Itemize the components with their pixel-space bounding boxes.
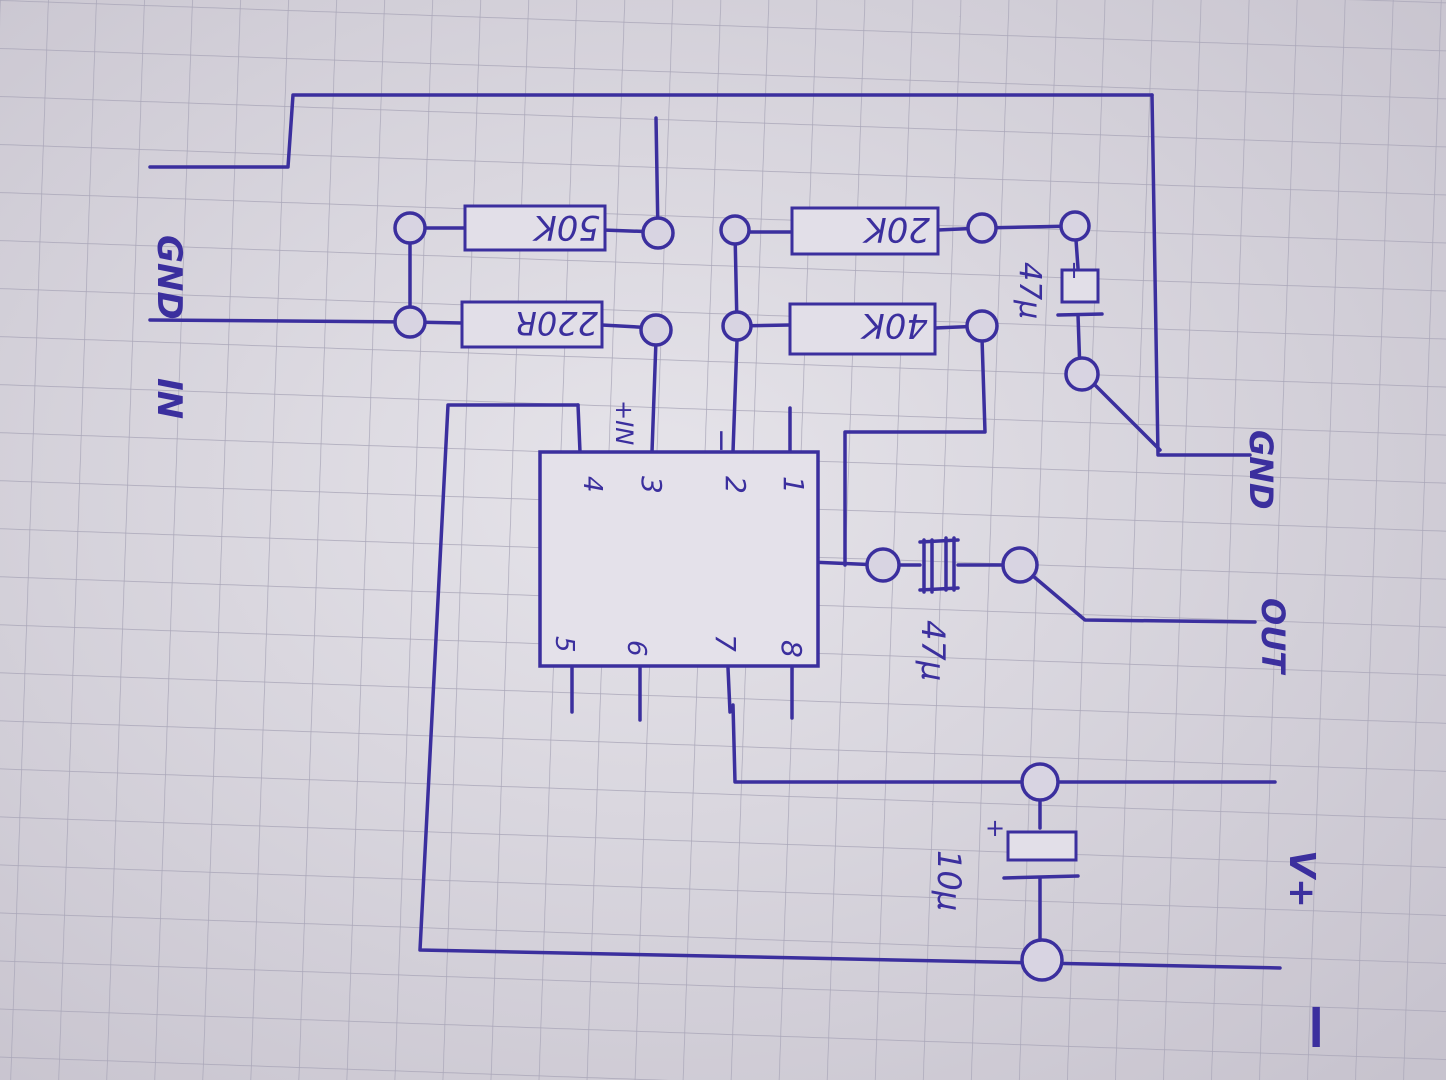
node-40k-left xyxy=(721,310,753,342)
resistor-20k xyxy=(790,206,940,256)
ic-pin-2: 2 xyxy=(719,476,752,494)
resistor-220r xyxy=(460,300,604,349)
capacitors xyxy=(918,268,1104,880)
node-50k-left xyxy=(393,211,427,245)
ic-pin-7: 7 xyxy=(709,634,742,652)
ic-body xyxy=(538,450,820,668)
cap-47u-out-top xyxy=(918,538,960,544)
resistor-40k xyxy=(788,302,937,356)
cap-10u-plus: + xyxy=(985,814,1005,842)
label-gnd-top: GND xyxy=(149,235,189,320)
wire-40k-to-out xyxy=(843,336,987,567)
resistor-20k-label: 20K xyxy=(862,209,930,249)
ic-pin-5: 5 xyxy=(549,636,579,653)
cap-10u-body xyxy=(1006,830,1078,862)
cap-47u-top-plate xyxy=(1056,312,1104,317)
wire-out xyxy=(1018,563,1257,624)
wire-gnd-left xyxy=(148,93,1154,169)
cap-47u-out-bottom xyxy=(918,586,960,592)
wire-47cap-to-gnd xyxy=(1083,373,1162,452)
cap-47u-out-label: 47μ xyxy=(914,620,952,681)
wire-pin7-vplus xyxy=(731,703,1277,784)
cap-47u-top-label: 47μ xyxy=(1012,262,1047,319)
wire-pin4-up xyxy=(576,403,582,454)
ic-pin-3: 3 xyxy=(635,476,668,494)
cap-10u-plate xyxy=(1002,874,1080,880)
wire-gnd-right-rail xyxy=(1150,93,1252,457)
ic-pin-1: 1 xyxy=(777,476,810,494)
node-40k-right xyxy=(965,309,999,343)
resistor-40k-label: 40K xyxy=(860,305,928,345)
node-top-cap-minus xyxy=(1064,356,1100,392)
node-vplus xyxy=(1020,762,1060,802)
label-in: IN xyxy=(149,378,189,419)
resistor-50k-label: 50K xyxy=(532,207,600,247)
label-gnd-right: GND xyxy=(1242,430,1280,510)
ic-pin3-plus-in-label: +IN xyxy=(610,400,638,445)
nodes xyxy=(393,210,1100,982)
ic-chip xyxy=(538,450,820,722)
wire-pin4-loop xyxy=(418,403,1282,970)
node-out-cap-left xyxy=(865,547,901,583)
resistor-50k xyxy=(463,204,607,252)
node-20k-right xyxy=(966,212,998,244)
node-20k-left xyxy=(719,214,751,246)
ic-pin2-minus-label: − xyxy=(704,428,739,453)
ic-pin-4: 4 xyxy=(577,476,607,493)
node-in xyxy=(393,305,427,339)
node-220r-right xyxy=(639,313,673,347)
ic-pin-6: 6 xyxy=(621,640,651,657)
label-minus: − xyxy=(1280,1000,1354,1054)
resistors xyxy=(460,204,940,356)
wire-in xyxy=(148,318,412,324)
ic-pin-8: 8 xyxy=(775,640,808,658)
node-50k-right xyxy=(641,216,675,250)
node-minus xyxy=(1020,938,1064,982)
labels: GND IN GND OUT V+ − 50K 220R 20K 40K 47μ… xyxy=(149,207,1354,1054)
wire-pin3 xyxy=(650,338,658,454)
label-out: OUT xyxy=(1254,598,1292,675)
ic-pin-leg-7 xyxy=(726,666,732,714)
node-top-cap-plus xyxy=(1059,210,1091,242)
label-vplus: V+ xyxy=(1281,850,1322,908)
cap-10u-label: 10μ xyxy=(930,850,968,911)
resistor-220r-label: 220R xyxy=(515,304,598,342)
wire-pin2 xyxy=(731,338,739,454)
node-out-cap-right xyxy=(1001,546,1039,584)
cap-47u-top-body xyxy=(1060,268,1100,304)
wire-gnd-to-50k xyxy=(654,116,660,237)
cap-47u-top-plus: + xyxy=(1064,256,1084,284)
